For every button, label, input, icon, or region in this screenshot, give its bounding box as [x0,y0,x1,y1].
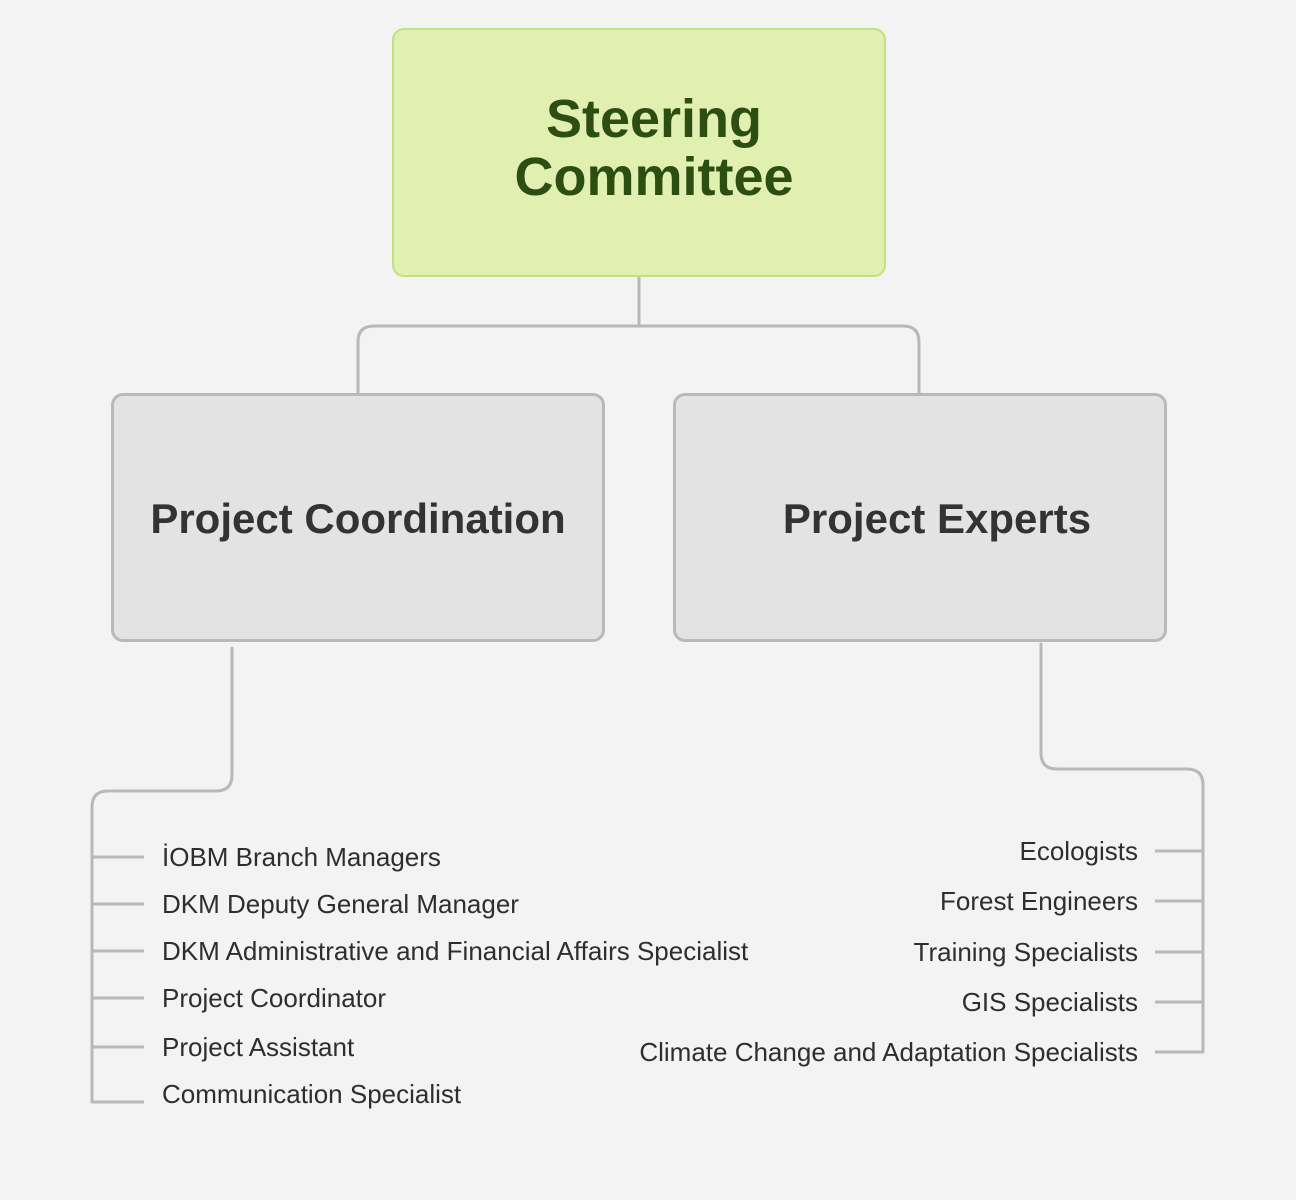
coordination-member-5: Project Assistant [162,1032,355,1062]
coordination-member-1: İOBM Branch Managers [162,842,441,872]
project-coordination-node: Project Coordination [111,393,605,642]
experts-member-1: Ecologists [1019,836,1139,866]
experts-member-4: GIS Specialists [961,987,1138,1017]
project-coordination-label: Project Coordination [150,494,566,542]
experts-member-3: Training Specialists [913,937,1138,967]
connector-root-bus [356,324,921,395]
coordination-member-4: Project Coordinator [162,983,386,1013]
coordination-member-2: DKM Deputy General Manager [162,889,519,919]
connector-coordination-list [90,646,234,1104]
connector-experts-list [1039,642,1205,1054]
steering-committee-label: Steering Committee [514,88,794,207]
project-experts-label: Project Experts [782,494,1092,542]
steering-committee-node: Steering Committee [392,28,886,277]
coordination-member-6: Communication Specialist [162,1079,462,1109]
experts-member-2: Forest Engineers [940,886,1138,916]
coordination-member-3: DKM Administrative and Financial Affairs… [162,936,749,966]
experts-member-5: Climate Change and Adaptation Specialist… [639,1037,1138,1067]
project-experts-node: Project Experts [673,393,1167,642]
